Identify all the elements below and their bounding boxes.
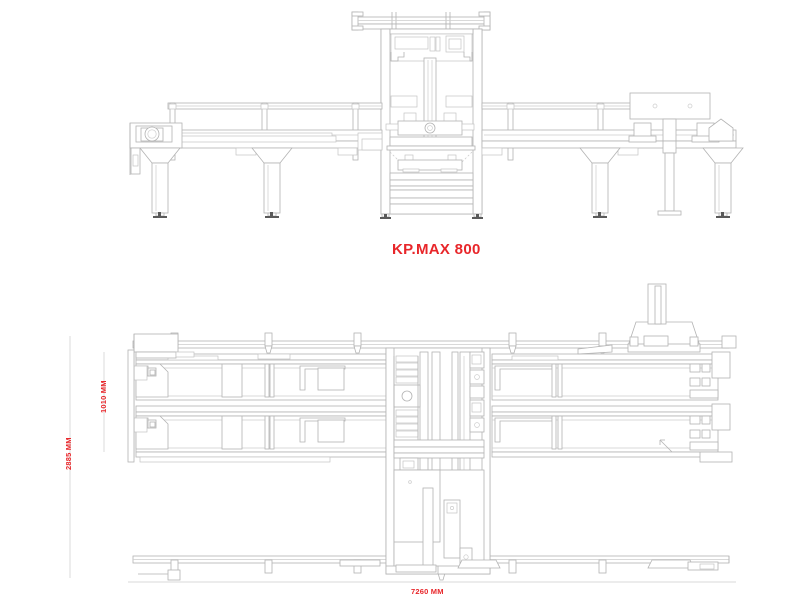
- elevation-top-beam: [351, 11, 491, 31]
- dimension-track-depth-label: 1010 MM: [99, 380, 108, 413]
- dimension-overall-depth-label: 2885 MM: [64, 437, 73, 470]
- plan-centre-machine: [385, 347, 491, 575]
- dimension-lines: [69, 336, 736, 583]
- elevation-right-conveyor: [481, 92, 744, 218]
- plan-control-panel: [577, 283, 701, 355]
- plan-left-lower-track: [130, 405, 389, 463]
- dimension-overall-width-label: 7260 MM: [411, 587, 444, 596]
- plan-right-upper-track: [491, 351, 731, 401]
- plan-bottom-fittings: [339, 559, 719, 573]
- plan-view: [127, 283, 737, 581]
- plan-left-upper-track: [130, 353, 389, 401]
- plan-edge-details: [127, 335, 737, 581]
- elevation-view: [129, 11, 744, 219]
- elevation-gantry-tower: [380, 28, 483, 219]
- elevation-left-conveyor: [129, 102, 383, 218]
- machine-title-label: KP.MAX 800: [392, 241, 481, 258]
- plan-right-lower-track: [491, 403, 733, 463]
